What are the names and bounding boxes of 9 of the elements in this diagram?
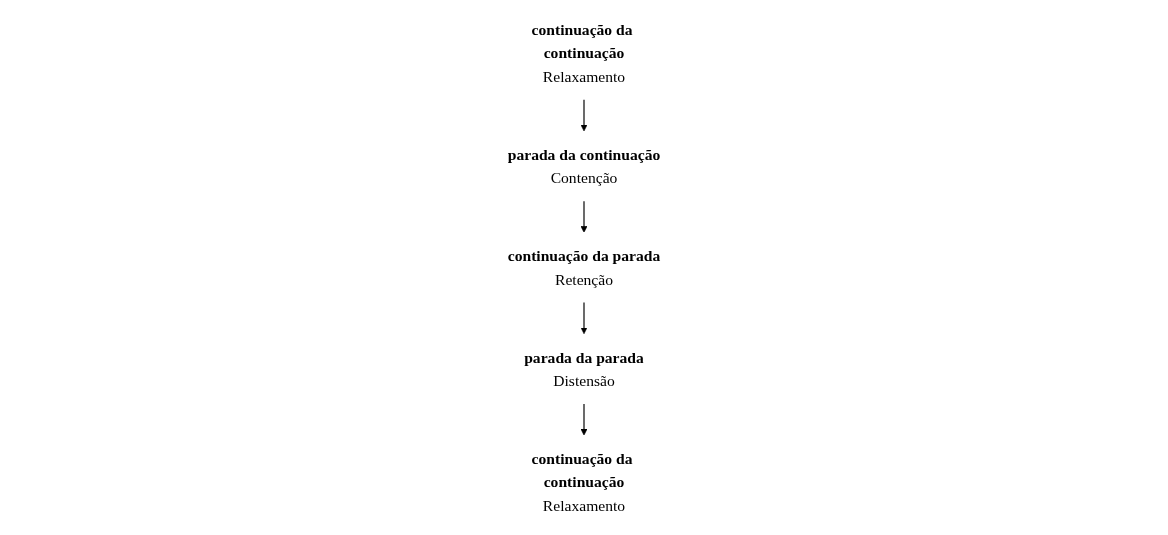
arrow xyxy=(580,99,588,132)
arrow xyxy=(580,302,588,335)
arrow xyxy=(580,403,588,436)
arrow xyxy=(580,200,588,233)
node-text: continuação da continuação Relaxamento xyxy=(531,449,633,514)
node-text: parada da parada Distensão xyxy=(524,348,644,390)
node-text: continuação da continuação Relaxamento xyxy=(531,21,633,86)
node-text: parada da continuação Contenção xyxy=(507,145,661,187)
node-text: continuação da parada Retenção xyxy=(507,247,661,288)
